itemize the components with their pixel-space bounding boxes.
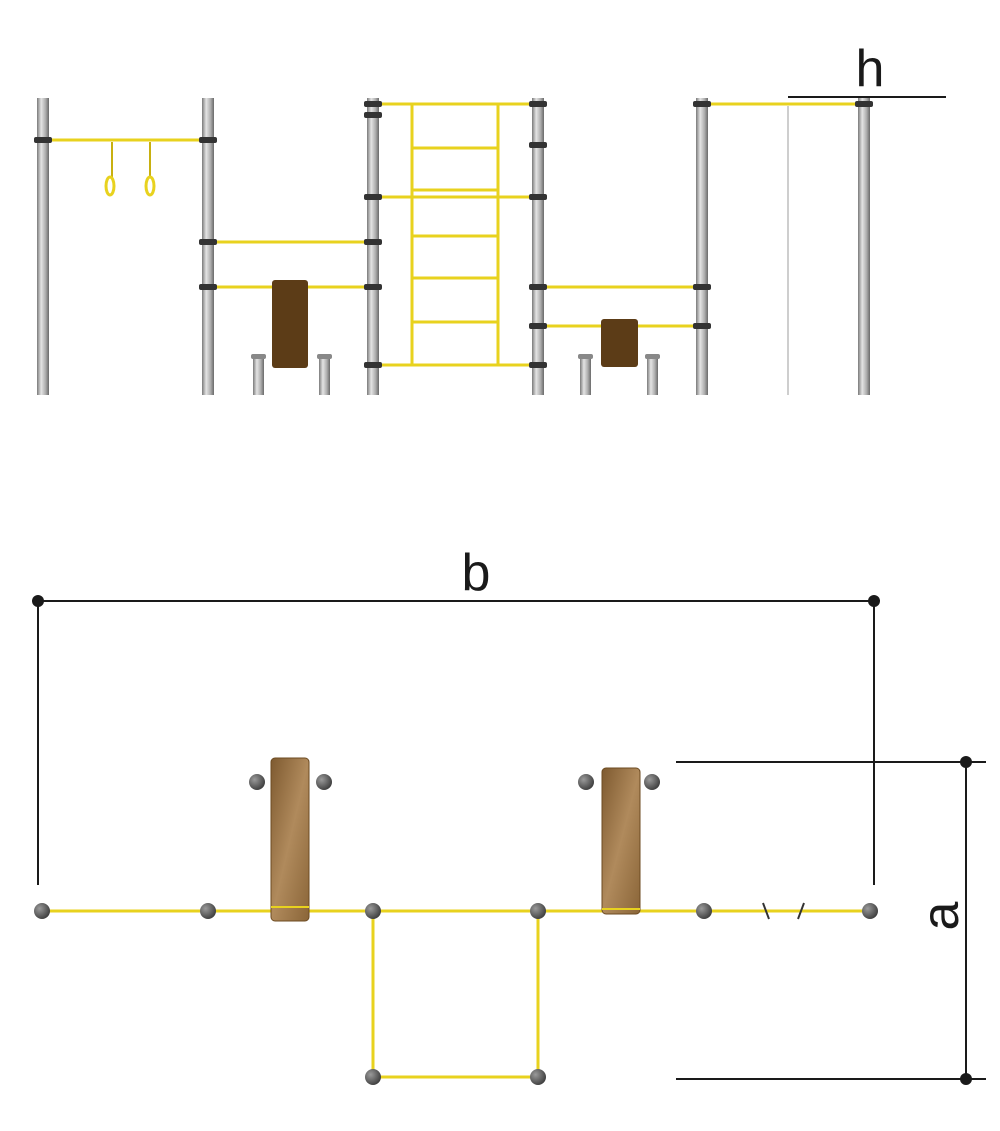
clamp	[529, 101, 547, 107]
post-position	[530, 1069, 546, 1085]
flat-bench	[601, 319, 638, 367]
elevation-view: h	[34, 40, 946, 395]
bench-stand-cap	[645, 354, 660, 359]
incline-bench	[272, 280, 308, 368]
clamp	[364, 112, 382, 118]
width-label: b	[462, 544, 491, 602]
bench-stand-position	[249, 774, 265, 790]
bench-section-left	[199, 98, 382, 395]
post	[37, 98, 49, 395]
post	[696, 98, 708, 395]
clamp	[693, 323, 711, 329]
rings-section	[34, 98, 217, 395]
width-dimension: b	[32, 544, 880, 885]
clamp	[364, 362, 382, 368]
bench-stand	[253, 357, 264, 395]
incline-bench-plan	[270, 757, 310, 922]
clamp	[199, 137, 217, 143]
clamp	[529, 362, 547, 368]
bench-stand-cap	[251, 354, 266, 359]
post-position	[530, 903, 546, 919]
dimension-end-dot	[960, 1073, 972, 1085]
dimension-end-dot	[960, 756, 972, 768]
clamp	[693, 284, 711, 290]
depth-label: a	[912, 901, 970, 930]
post-position	[696, 903, 712, 919]
post-position	[862, 903, 878, 919]
post-position	[200, 903, 216, 919]
gymnastic-ring	[104, 175, 116, 197]
bench-stand	[647, 357, 658, 395]
clamp	[529, 323, 547, 329]
clamp	[529, 284, 547, 290]
ring-marker	[797, 902, 805, 920]
post-position	[365, 903, 381, 919]
depth-dimension: a	[676, 756, 986, 1085]
bench-stand-position	[316, 774, 332, 790]
post-position	[365, 1069, 381, 1085]
clamp	[364, 101, 382, 107]
clamp	[364, 239, 382, 245]
plan-view: b a	[32, 544, 986, 1085]
clamp	[199, 239, 217, 245]
bench-stand-position	[578, 774, 594, 790]
clamp	[529, 194, 547, 200]
bench-stand	[319, 357, 330, 395]
clamp	[34, 137, 52, 143]
clamp	[199, 284, 217, 290]
dimension-end-dot	[32, 595, 44, 607]
post-position	[34, 903, 50, 919]
dimension-end-dot	[868, 595, 880, 607]
bench-stand	[580, 357, 591, 395]
clamp	[529, 142, 547, 148]
clamp	[364, 194, 382, 200]
ring-marker	[762, 902, 770, 920]
post	[858, 98, 870, 395]
flat-bench-plan	[601, 767, 641, 915]
ladder-section	[364, 98, 547, 395]
clamp	[855, 101, 873, 107]
bench-stand-cap	[578, 354, 593, 359]
rope-section	[693, 98, 873, 395]
bench-section-right	[529, 98, 711, 395]
post	[202, 98, 214, 395]
post	[367, 98, 379, 395]
bench-stand-position	[644, 774, 660, 790]
clamp	[364, 284, 382, 290]
gymnastic-ring	[144, 175, 156, 197]
clamp	[693, 101, 711, 107]
post	[532, 98, 544, 395]
height-label: h	[856, 40, 885, 98]
height-dimension: h	[788, 40, 946, 98]
bench-stand-cap	[317, 354, 332, 359]
